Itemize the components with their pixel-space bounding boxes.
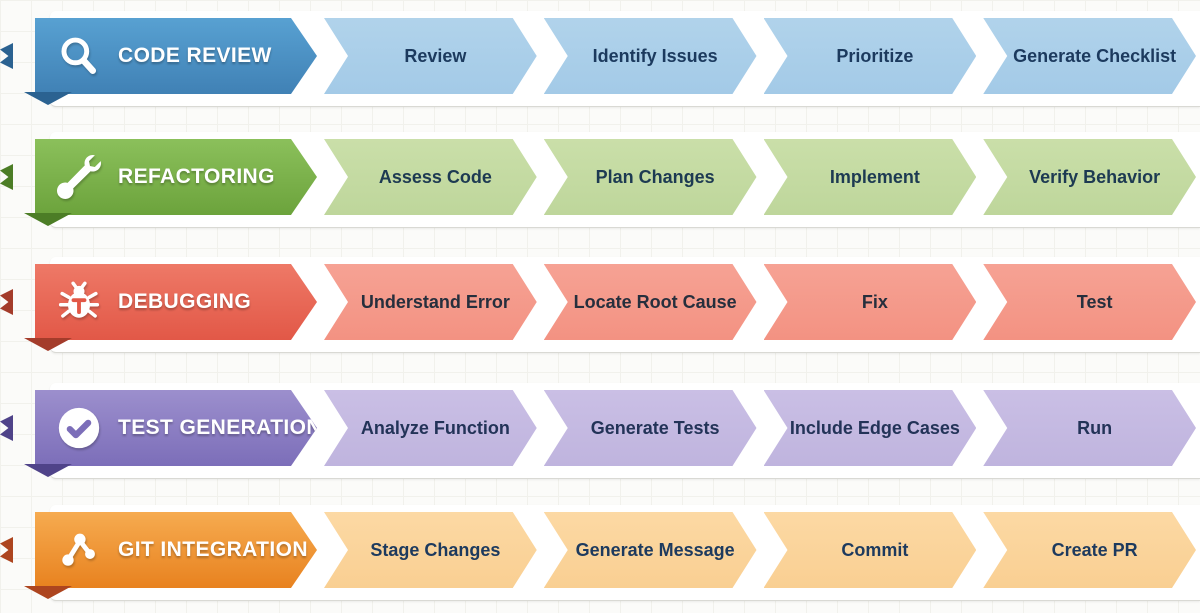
- git-branch-icon: [57, 528, 101, 572]
- step-label: Test: [1076, 291, 1113, 312]
- step-label: Generate Message: [575, 539, 735, 560]
- step-label: Stage Changes: [370, 539, 501, 560]
- step-label: Implement: [829, 166, 920, 187]
- steps-track: Assess Code Plan Changes Implement Verif…: [324, 139, 1196, 215]
- step-chevron: Fix: [764, 264, 977, 340]
- check-circle-icon: [57, 406, 101, 450]
- ribbon-edge-tail: [0, 43, 13, 69]
- step-label: Assess Code: [378, 166, 492, 187]
- step-chevron: Generate Tests: [544, 390, 757, 466]
- workflow-row-code-review: CODE REVIEW Review Identify Issues Prior…: [0, 11, 1200, 107]
- ribbon-edge-tail: [0, 537, 13, 563]
- step-label: Include Edge Cases: [789, 417, 960, 438]
- ribbon-edge-tail: [0, 289, 13, 315]
- workflow-title: CODE REVIEW: [118, 44, 272, 67]
- workflow-header-code-review: CODE REVIEW: [35, 18, 317, 94]
- step-chevron: Stage Changes: [324, 512, 537, 588]
- step-chevron: Run: [983, 390, 1196, 466]
- step-chevron: Include Edge Cases: [764, 390, 977, 466]
- step-label: Plan Changes: [595, 166, 715, 187]
- ribbon-edge-tail: [0, 415, 13, 441]
- step-label: Generate Checklist: [1013, 45, 1177, 66]
- step-chevron: Review: [324, 18, 537, 94]
- step-label: Fix: [861, 291, 888, 312]
- step-chevron: Analyze Function: [324, 390, 537, 466]
- step-label: Commit: [841, 539, 909, 560]
- step-label: Create PR: [1051, 539, 1138, 560]
- step-label: Identify Issues: [592, 45, 718, 66]
- workflow-row-debugging: DEBUGGING Understand Error Locate Root C…: [0, 257, 1200, 353]
- workflow-header-test-generation: TEST GENERATION: [35, 390, 317, 466]
- workflow-title: DEBUGGING: [118, 290, 252, 313]
- workflow-row-git-integration: GIT INTEGRATION Stage Changes Generate M…: [0, 505, 1200, 601]
- step-chevron: Understand Error: [324, 264, 537, 340]
- wrench-icon: [57, 155, 101, 199]
- step-chevron: Implement: [764, 139, 977, 215]
- step-chevron: Verify Behavior: [983, 139, 1196, 215]
- steps-track: Stage Changes Generate Message Commit Cr…: [324, 512, 1196, 588]
- step-label: Analyze Function: [360, 417, 510, 438]
- workflow-title: REFACTORING: [118, 165, 275, 188]
- magnifier-icon: [57, 34, 101, 78]
- workflow-row-test-generation: TEST GENERATION Analyze Function Generat…: [0, 383, 1200, 479]
- step-chevron: Create PR: [983, 512, 1196, 588]
- workflow-title: TEST GENERATION: [118, 416, 322, 439]
- step-chevron: Locate Root Cause: [544, 264, 757, 340]
- workflow-row-refactoring: REFACTORING Assess Code Plan Changes Imp…: [0, 132, 1200, 228]
- step-chevron: Assess Code: [324, 139, 537, 215]
- workflow-header-debugging: DEBUGGING: [35, 264, 317, 340]
- step-chevron: Prioritize: [764, 18, 977, 94]
- step-chevron: Generate Message: [544, 512, 757, 588]
- steps-track: Analyze Function Generate Tests Include …: [324, 390, 1196, 466]
- step-label: Understand Error: [360, 291, 510, 312]
- step-label: Review: [404, 45, 467, 66]
- step-label: Locate Root Cause: [573, 291, 737, 312]
- workflow-header-git-integration: GIT INTEGRATION: [35, 512, 317, 588]
- step-chevron: Plan Changes: [544, 139, 757, 215]
- step-chevron: Commit: [764, 512, 977, 588]
- steps-track: Review Identify Issues Prioritize Genera…: [324, 18, 1196, 94]
- step-chevron: Identify Issues: [544, 18, 757, 94]
- step-label: Generate Tests: [590, 417, 720, 438]
- step-chevron: Test: [983, 264, 1196, 340]
- step-chevron: Generate Checklist: [983, 18, 1196, 94]
- workflow-title: GIT INTEGRATION: [118, 538, 308, 561]
- steps-track: Understand Error Locate Root Cause Fix T…: [324, 264, 1196, 340]
- ribbon-edge-tail: [0, 164, 13, 190]
- bug-icon: [57, 280, 101, 324]
- step-label: Verify Behavior: [1029, 166, 1161, 187]
- step-label: Prioritize: [836, 45, 914, 66]
- step-label: Run: [1077, 417, 1113, 438]
- workflow-header-refactoring: REFACTORING: [35, 139, 317, 215]
